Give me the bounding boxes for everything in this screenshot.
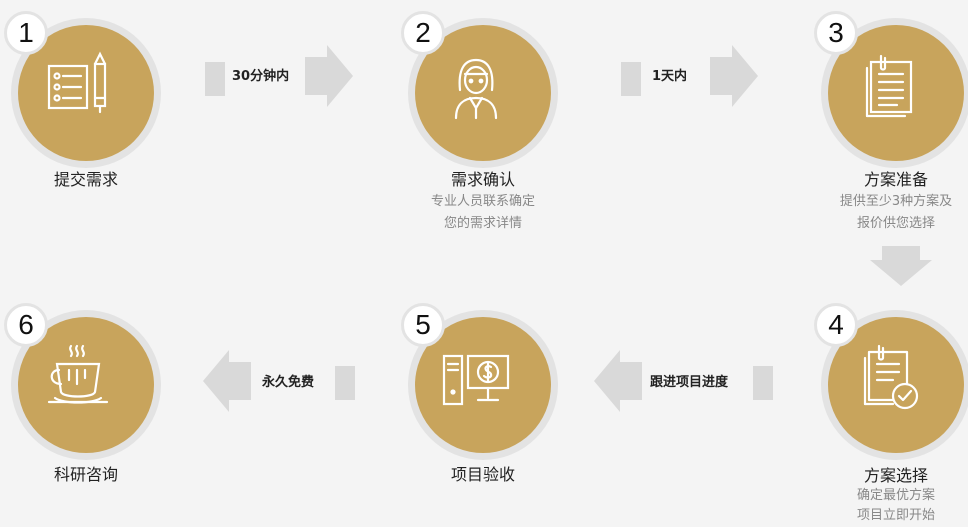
step-2-desc-line-2: 您的需求详情 [443,216,522,231]
step-5: 5 [401,303,558,460]
support-agent-icon [454,58,498,120]
connector-label-3: 跟进项目进度 [650,375,729,390]
arrow-left-icon [203,350,251,412]
step-3-title: 方案准备 [863,170,928,189]
connector-label-1: 30分钟内 [232,69,290,84]
arrow-left-icon [594,350,642,412]
approved-document-icon [863,344,919,410]
step-5-title: 项目验收 [450,465,515,484]
step-4-desc-line-2: 项目立即开始 [856,508,935,523]
step-6: 6 [4,303,161,460]
step-1: 1 [4,11,161,168]
connector-label-2: 1天内 [652,69,688,84]
step-3-desc-line-2: 报价供您选择 [856,216,935,231]
step-4: 4 [814,303,968,460]
coffee-cup-icon [47,344,109,404]
step-number: 2 [401,11,445,55]
arrow-right-icon [305,45,353,107]
connector-label-4: 永久免费 [262,375,315,390]
arrow-down-icon [870,246,932,286]
document-icon [865,54,913,118]
connector-bar [753,366,773,400]
connector-bar [621,62,641,96]
payment-monitor-icon [442,354,510,406]
step-2: 2 [401,11,558,168]
step-4-desc-line-1: 确定最优方案 [856,488,935,503]
step-6-title: 科研咨询 [53,465,118,484]
checklist-pencil-icon [47,51,107,114]
step-1-title: 提交需求 [53,170,118,189]
step-2-desc-line-1: 专业人员联系确定 [430,194,535,209]
step-3-desc-line-1: 提供至少3种方案及 [839,194,953,209]
step-number: 6 [4,303,48,347]
step-number: 4 [814,303,858,347]
step-number: 1 [4,11,48,55]
step-2-title: 需求确认 [450,170,515,189]
step-number: 3 [814,11,858,55]
step-4-title: 方案选择 [863,466,928,485]
connector-bar [335,366,355,400]
step-3: 3 [814,11,968,168]
connector-bar [205,62,225,96]
step-number: 5 [401,303,445,347]
arrow-right-icon [710,45,758,107]
